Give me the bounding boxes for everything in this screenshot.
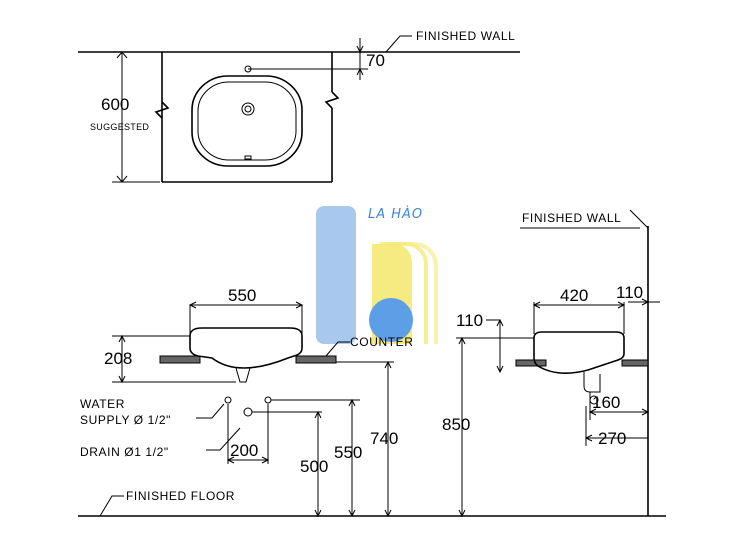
logo-yellow-stripe <box>386 242 438 344</box>
dim-600: 600 <box>101 95 129 114</box>
side-elevation: FINISHED WALL 420 110 110 850 160 <box>442 209 660 518</box>
dim-270: 270 <box>598 429 626 448</box>
dim-200: 200 <box>230 441 258 460</box>
dim-550-top: 550 <box>228 286 256 305</box>
logo-blue-dot <box>369 298 413 342</box>
brand-logo: LA HÀO <box>316 206 438 344</box>
dim-850: 850 <box>442 415 470 434</box>
label-finished-wall-top: FINISHED WALL <box>416 29 515 43</box>
label-water-supply: SUPPLY Ø 1/2" <box>80 413 171 427</box>
logo-blue-bar <box>316 206 356 344</box>
dim-160: 160 <box>592 393 620 412</box>
floor-line: FINISHED FLOOR <box>78 489 666 517</box>
dim-70: 70 <box>366 51 385 70</box>
label-drain: DRAIN Ø1 1/2" <box>80 445 169 459</box>
dim-110-right: 110 <box>616 283 643 302</box>
front-elevation: 550 208 COUNTER WATER SUPPLY Ø 1/2" DRAI… <box>80 286 414 518</box>
dim-420: 420 <box>560 286 588 305</box>
label-water: WATER <box>80 397 125 411</box>
dim-208: 208 <box>104 349 132 368</box>
label-finished-floor: FINISHED FLOOR <box>126 489 235 503</box>
dim-500: 500 <box>300 457 328 476</box>
label-suggested: SUGGESTED <box>90 122 149 132</box>
label-finished-wall-side: FINISHED WALL <box>522 211 621 225</box>
dim-740: 740 <box>370 429 398 448</box>
dim-550: 550 <box>334 443 362 462</box>
label-counter: COUNTER <box>350 335 414 349</box>
logo-text: LA HÀO <box>368 206 423 222</box>
dim-110-left: 110 <box>456 311 483 330</box>
plan-view: 600 SUGGESTED 70 FINISHED WALL <box>78 29 520 183</box>
